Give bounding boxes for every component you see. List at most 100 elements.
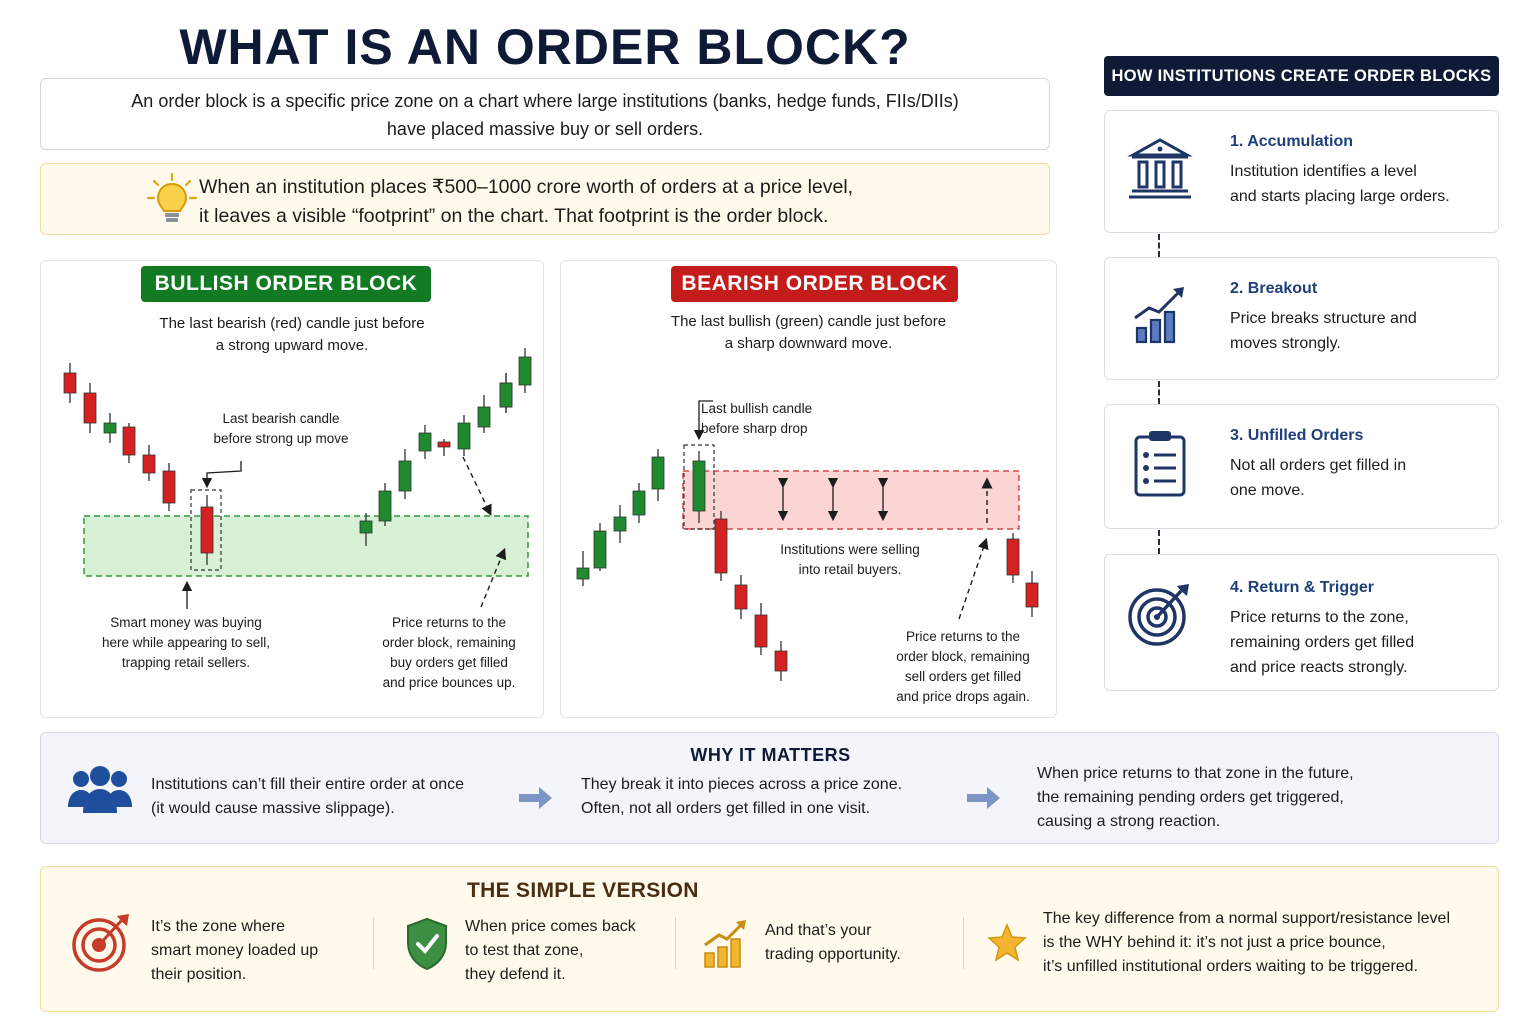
footprint-line-2: it leaves a visible “footprint” on the c… — [199, 205, 829, 227]
bearish-callout: Last bullish candle before sharp drop — [701, 399, 866, 439]
step-3-desc-1: Not all orders get filled in — [1230, 457, 1407, 474]
bullish-candle — [593, 530, 607, 569]
bearish-candle — [754, 614, 768, 648]
bullish-subtitle-2: a strong upward move. — [215, 337, 369, 354]
bullish-right-arrow-down — [462, 456, 492, 517]
simple-point-3: And that’s your trading opportunity. — [765, 919, 901, 967]
bullish-chart — [63, 348, 532, 609]
target-icon — [1128, 584, 1189, 646]
simple-point-1-line-2: smart money loaded up — [151, 942, 319, 959]
bullish-candle — [398, 460, 412, 492]
bearish-candle — [714, 518, 728, 574]
step-breakout: 2. Breakout Price breaks structure and m… — [1104, 257, 1499, 380]
bullish-right-arrow-up — [480, 547, 507, 608]
how-header: HOW INSTITUTIONS CREATE ORDER BLOCKS — [1104, 56, 1499, 96]
bearish-zone — [682, 470, 1020, 530]
bullish-left-1: Smart money was buying — [110, 615, 262, 630]
bearish-subtitle-2: a sharp downward move. — [724, 335, 893, 352]
people-group-icon — [68, 766, 132, 813]
simple-point-1-line-3: their position. — [151, 966, 247, 983]
bearish-candle — [437, 441, 451, 448]
simple-point-4-line-2: is the WHY behind it: it’s not just a pr… — [1043, 934, 1386, 951]
bearish-candle — [63, 372, 77, 394]
simple-point-2-line-2: to test that zone, — [465, 942, 584, 959]
step-2-title: 2. Breakout — [1230, 280, 1318, 297]
simple-title: THE SIMPLE VERSION — [467, 879, 699, 902]
bar-growth-icon — [704, 920, 746, 968]
bearish-candle — [734, 584, 748, 610]
bullish-left-label: Smart money was buying here while appear… — [81, 613, 291, 673]
zone-arrows — [777, 477, 889, 522]
why-point-2-line-1: They break it into pieces across a price… — [581, 776, 903, 793]
footprint-box: When an institution places ₹500–1000 cro… — [40, 163, 1050, 235]
simple-point-1: It’s the zone where smart money loaded u… — [151, 915, 318, 987]
definition-box: An order block is a specific price zone … — [40, 78, 1050, 150]
simple-version-section: THE SIMPLE VERSION It’s the zone where s… — [40, 866, 1499, 1012]
bullish-candle — [477, 406, 491, 428]
why-point-2-line-2: Often, not all orders get filled in one … — [581, 800, 871, 817]
definition-line-1: An order block is a specific price zone … — [131, 91, 959, 111]
bearish-right-4: and price drops again. — [896, 689, 1030, 704]
step-unfilled-orders: 3. Unfilled Orders Not all orders get fi… — [1104, 404, 1499, 529]
step-1-desc-1: Institution identifies a level — [1230, 163, 1417, 180]
bearish-candle — [162, 470, 176, 504]
bearish-callout-1: Last bullish candle — [701, 401, 813, 416]
why-point-1-line-2: (it would cause massive slippage). — [151, 800, 395, 817]
step-1-title: 1. Accumulation — [1230, 133, 1353, 150]
step-4-desc-1: Price returns to the zone, — [1230, 609, 1409, 626]
simple-point-2: When price comes back to test that zone,… — [465, 915, 636, 987]
bullish-right-2: order block, remaining — [382, 635, 516, 650]
divider — [373, 917, 374, 969]
bullish-candle — [576, 567, 590, 580]
bearish-mid-1: Institutions were selling — [780, 542, 920, 557]
step-accumulation: 1. Accumulation Institution identifies a… — [1104, 110, 1499, 233]
bullish-zone — [83, 515, 529, 577]
step-3-desc: Not all orders get filled in one move. — [1230, 453, 1406, 503]
bullish-callout: Last bearish candle before strong up mov… — [191, 409, 371, 449]
simple-point-4: The key difference from a normal support… — [1043, 907, 1450, 979]
why-point-3-line-3: causing a strong reaction. — [1037, 813, 1221, 830]
target-icon — [72, 914, 129, 972]
bearish-right-1: Price returns to the — [905, 629, 1021, 644]
divider — [675, 917, 676, 969]
bullish-candle — [692, 460, 706, 512]
bearish-badge: BEARISH ORDER BLOCK — [671, 266, 958, 302]
bearish-mid-2: into retail buyers. — [798, 562, 902, 577]
bullish-left-2: here while appearing to sell, — [101, 635, 271, 650]
bank-icon — [1127, 138, 1193, 199]
why-point-3: When price returns to that zone in the f… — [1037, 762, 1354, 834]
divider — [963, 917, 964, 969]
bearish-candle — [83, 392, 97, 424]
bullish-candle — [418, 432, 432, 452]
bearish-right-label: Price returns to the order block, remain… — [877, 627, 1049, 707]
step-return-trigger: 4. Return & Trigger Price returns to the… — [1104, 554, 1499, 691]
bearish-highlight-box — [683, 444, 715, 530]
bearish-arrow-from-label — [958, 537, 989, 620]
simple-point-4-line-3: it’s unfilled institutional orders waiti… — [1043, 958, 1419, 975]
bullish-badge: BULLISH ORDER BLOCK — [141, 266, 431, 302]
bullish-left-3: trapping retail sellers. — [121, 655, 251, 670]
why-point-3-line-1: When price returns to that zone in the f… — [1037, 765, 1354, 782]
star-icon — [987, 923, 1027, 962]
why-point-2: They break it into pieces across a price… — [581, 773, 902, 821]
bullish-callout-1: Last bearish candle — [222, 411, 340, 426]
simple-point-3-line-2: trading opportunity. — [765, 946, 901, 963]
step-2-desc-1: Price breaks structure and — [1230, 310, 1417, 327]
bearish-candle — [1006, 538, 1020, 576]
shield-check-icon — [407, 917, 447, 971]
bullish-highlight-box — [190, 489, 222, 571]
bearish-chart — [576, 400, 1039, 681]
footprint-line-1: When an institution places ₹500–1000 cro… — [199, 176, 854, 198]
arrow-right-icon — [519, 787, 552, 809]
simple-point-1-line-1: It’s the zone where — [151, 918, 286, 935]
bullish-subtitle-1: The last bearish (red) candle just befor… — [159, 315, 425, 332]
bullish-candle — [378, 490, 392, 522]
step-4-desc: Price returns to the zone, remaining ord… — [1230, 605, 1414, 680]
bullish-panel: BULLISH ORDER BLOCK The last bearish (re… — [40, 260, 544, 718]
step-connector-2 — [1158, 381, 1160, 404]
bullish-candle — [499, 382, 513, 408]
footprint-text: When an institution places ₹500–1000 cro… — [199, 173, 853, 231]
why-it-matters-section: WHY IT MATTERS Institutions can’t fill t… — [40, 732, 1499, 844]
bullish-callout-2: before strong up move — [213, 431, 349, 446]
definition-line-2: have placed massive buy or sell orders. — [386, 119, 704, 139]
